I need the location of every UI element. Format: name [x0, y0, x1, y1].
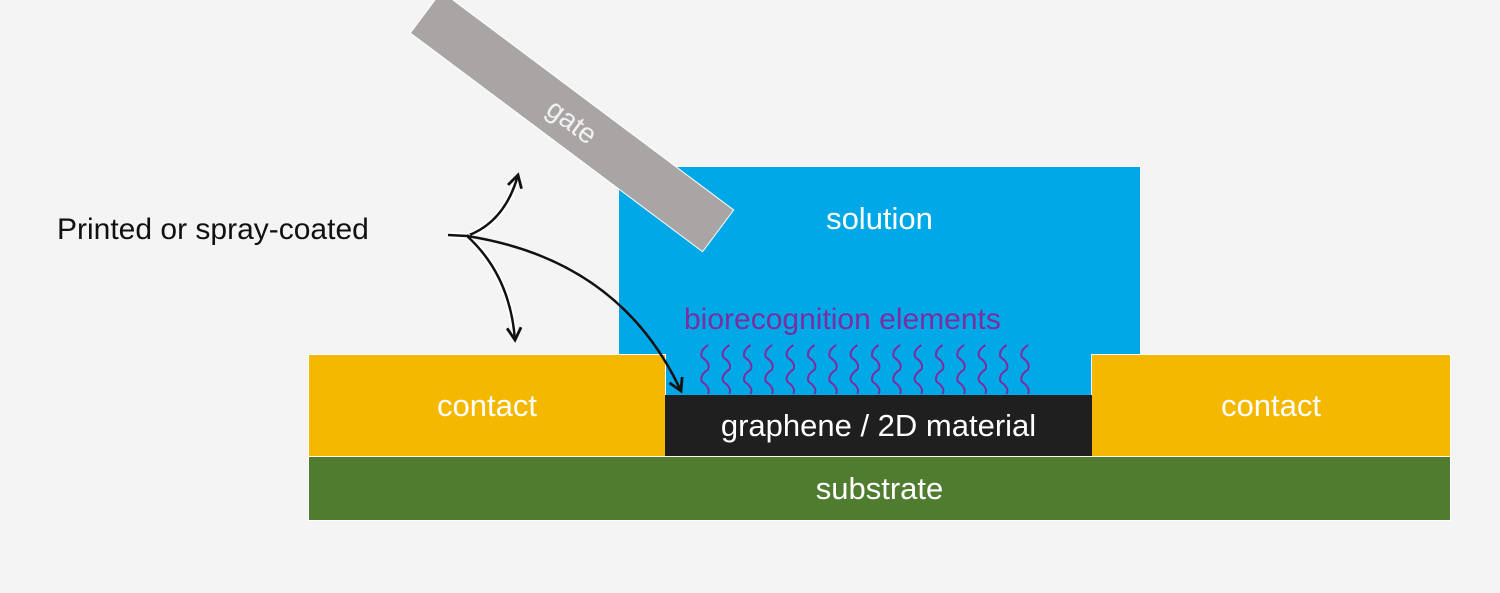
annotation-text: Printed or spray-coated	[57, 213, 369, 246]
contact-left-label: contact	[437, 388, 537, 423]
arrow-to-contact	[464, 233, 518, 341]
biorecognition-element	[998, 344, 1009, 395]
biorecognition-element	[934, 344, 945, 395]
biorecognition-element	[870, 344, 881, 395]
biorecognition-element	[806, 344, 817, 395]
biorecognition-element	[849, 344, 860, 395]
substrate-label: substrate	[815, 470, 944, 506]
biorecognition-element	[785, 344, 796, 395]
biorecognition-element	[742, 344, 753, 395]
biorecognition-label: biorecognition elements	[684, 303, 1001, 336]
biorecognition-element	[721, 344, 732, 395]
arrow-to-graphene	[466, 234, 684, 394]
biorecognition-element	[913, 344, 924, 395]
graphene-label: graphene / 2D material	[720, 408, 1037, 443]
biorecognition-element	[956, 344, 966, 395]
graphene-channel: graphene / 2D material	[665, 395, 1092, 457]
biorecognition-element	[892, 344, 902, 395]
biorecognition-element	[700, 344, 710, 395]
substrate-layer: substrate	[309, 457, 1450, 520]
solution-label: solution	[826, 201, 933, 236]
contact-right-label: contact	[1221, 388, 1321, 423]
biorecognition-element	[1020, 344, 1030, 395]
contact-left: contact	[309, 355, 665, 457]
biorecognition-element	[828, 344, 838, 395]
biorecognition-element	[977, 344, 988, 395]
contact-right: contact	[1092, 355, 1450, 457]
biorecognition-element	[764, 344, 774, 395]
